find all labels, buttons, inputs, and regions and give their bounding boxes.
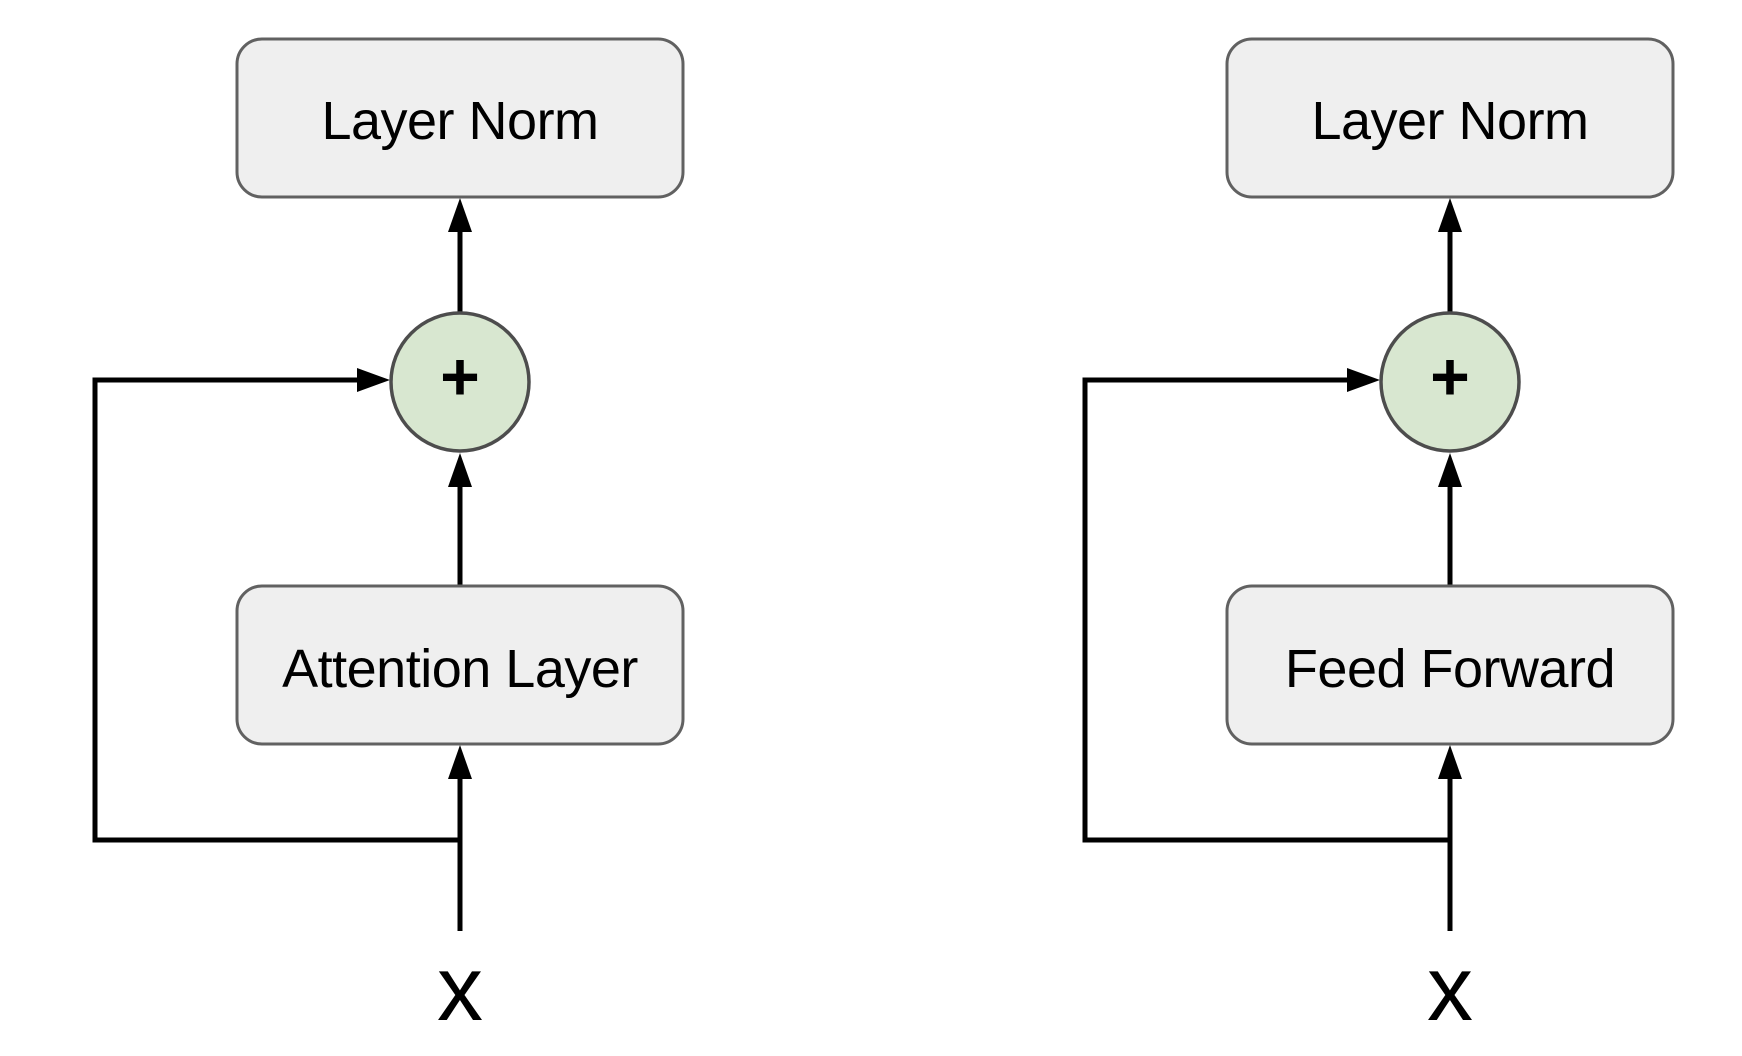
plus-operator: + bbox=[440, 339, 480, 415]
input-label-x: x bbox=[1427, 938, 1473, 1040]
skip-connection-path bbox=[1082, 377, 1450, 843]
skip-connection-arrowhead bbox=[1347, 368, 1380, 392]
input-arrowhead bbox=[1438, 745, 1462, 779]
input-label-x: x bbox=[437, 938, 483, 1040]
box-to-add-arrowhead bbox=[448, 453, 472, 487]
input-arrowhead bbox=[448, 745, 472, 779]
box-to-add-arrowhead bbox=[1438, 453, 1462, 487]
feed-forward-label: Feed Forward bbox=[1285, 639, 1615, 699]
add-circle bbox=[1379, 311, 1521, 453]
attention-layer-label: Attention Layer bbox=[282, 639, 638, 699]
plus-operator: + bbox=[1430, 339, 1470, 415]
feed-forward-residual-block: Layer Norm + Feed Forward x bbox=[1082, 37, 1675, 1040]
add-to-norm-arrowhead bbox=[448, 198, 472, 232]
layer-norm-box bbox=[235, 37, 685, 199]
skip-connection-arrowhead bbox=[357, 368, 390, 392]
layer-norm-label: Layer Norm bbox=[1311, 91, 1588, 151]
feed-forward-box bbox=[1225, 584, 1675, 746]
skip-connection-path bbox=[92, 377, 460, 843]
add-circle bbox=[389, 311, 531, 453]
layer-norm-label: Layer Norm bbox=[321, 91, 598, 151]
attention-residual-block: Layer Norm + Attention Layer x bbox=[92, 37, 685, 1040]
attention-layer-box bbox=[235, 584, 685, 746]
add-to-norm-arrowhead bbox=[1438, 198, 1462, 232]
layer-norm-box bbox=[1225, 37, 1675, 199]
